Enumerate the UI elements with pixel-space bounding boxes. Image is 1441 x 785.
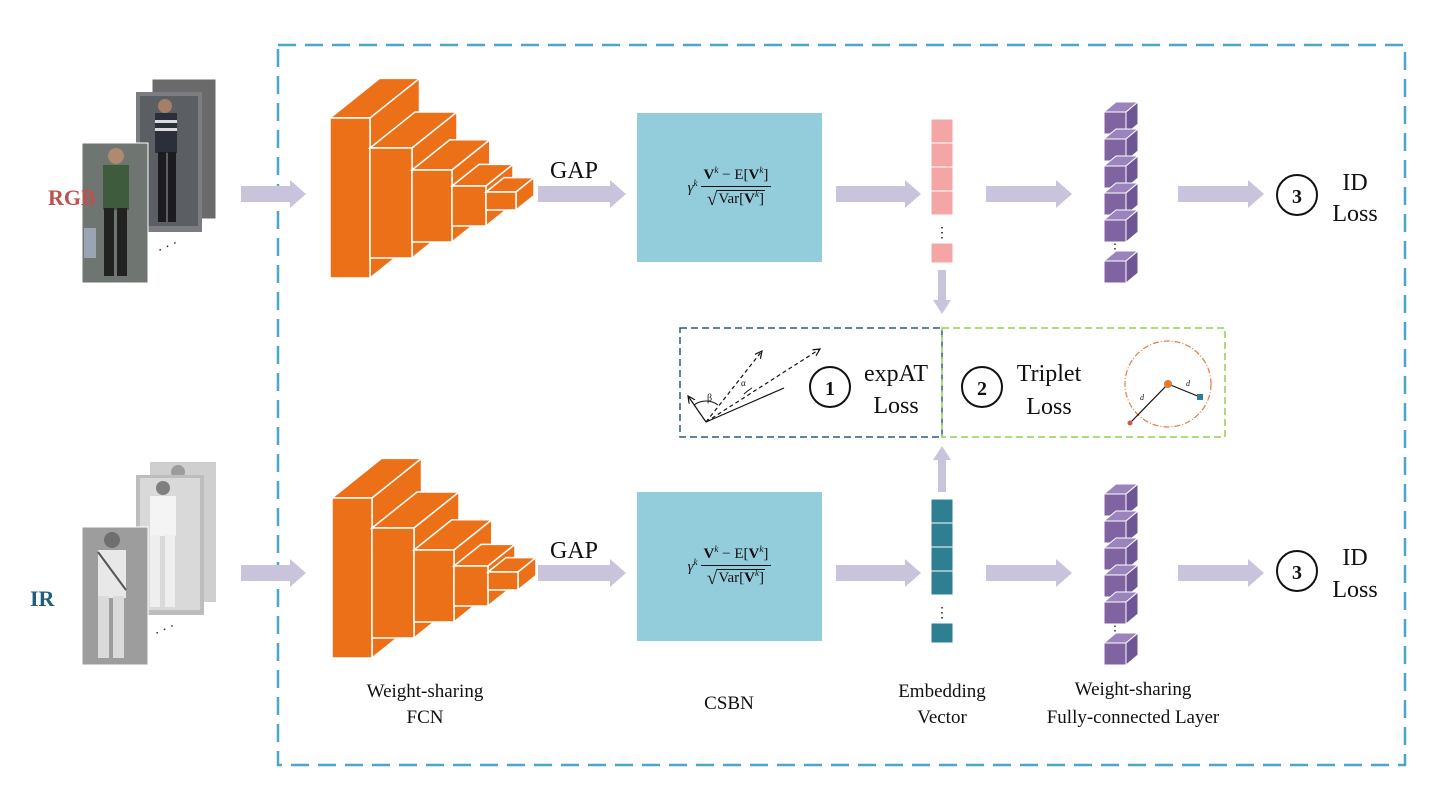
expat-loss-line2: Loss [873,393,918,419]
angle-illustration: β α [688,349,820,423]
arrow-rgb-fc-to-loss [1178,180,1264,208]
rgb-label: RGB [48,185,96,210]
rgb-image-stack [81,78,217,284]
cnn-layer-front [371,527,415,639]
vector-cell [930,242,954,264]
cnn-layer-front [453,565,489,607]
arrow-ir-vector-up [933,446,951,492]
arrow-ir-to-cnn [241,559,306,587]
vector-cell [930,622,954,644]
distance-label-a: d [1140,393,1145,402]
vector-cell [930,190,954,216]
ir-embedding-vector: ⋮ [930,498,954,644]
ir-csbn-formula: γk Vk − E[Vk] √Var[Vk] [637,492,822,641]
triplet-loss-badge [961,366,1003,408]
triplet-loss-number: 2 [977,378,987,400]
expat-loss-box [679,327,943,438]
rgb-csbn-box [637,113,822,262]
vector-cell [930,142,954,168]
beta-label: β [707,393,712,404]
vector-cell [930,118,954,144]
arrow-ir-fc-to-loss [1178,559,1264,587]
fc-caption-line1: Weight-sharing [1075,679,1192,700]
rgb-id-loss-line2: Loss [1332,201,1377,227]
triplet-illustration: d d [1124,340,1212,428]
arrow-ir-vector-to-fc [986,559,1072,587]
rgb-gap-label: GAP [550,158,598,184]
vector-ellipsis: ⋮ [935,606,949,621]
rgb-embedding-vector: ⋮ [930,118,954,264]
fc-cube-front [1103,260,1127,284]
rgb-id-loss-badge [1276,174,1318,216]
arrow-rgb-vector-to-fc [986,180,1072,208]
ir-id-loss-badge [1276,550,1318,592]
ir-ellipsis: · · · [152,619,177,641]
cnn-layer-front [451,185,487,227]
arrow-rgb-csbn-to-vector [836,180,921,208]
expat-loss-badge [809,366,851,408]
vector-cell [930,498,954,524]
ir-gap-label: GAP [550,538,598,564]
rgb-fc-layer: ⋮ [1102,100,1140,285]
expat-loss-line1: expAT [864,361,928,387]
arrow-rgb-to-cnn [241,180,306,208]
expat-loss-number: 1 [825,378,835,400]
vector-cell [930,570,954,596]
ir-fc-layer: ⋮ [1102,482,1140,667]
arrow-rgb-gap [538,180,626,208]
cnn-layer-front [411,169,453,243]
rgb-csbn-formula: γk Vk − E[Vk] √Var[Vk] [637,113,822,262]
ir-label: IR [30,586,56,611]
fc-caption-line2: Fully-connected Layer [1047,707,1220,728]
fc-cube-front [1103,642,1127,666]
triplet-loss-box [941,327,1226,438]
fcn-caption-line2: FCN [407,707,444,728]
arrow-rgb-vector-down [933,270,951,314]
ir-id-loss-line1: ID [1342,545,1367,571]
cnn-layer-front [413,549,455,623]
ir-csbn-box [637,492,822,641]
ir-id-loss-number: 3 [1292,562,1302,584]
fcn-caption-line1: Weight-sharing [367,681,484,702]
fc-cube-front [1103,601,1127,625]
rgb-ellipsis: · · · [155,236,180,258]
arrow-ir-gap [538,559,626,587]
fc-cube-front [1103,219,1127,243]
rgb-fcn-blocks [327,76,537,280]
cnn-layer-front [485,191,517,211]
arrow-ir-csbn-to-vector [836,559,921,587]
alpha-label: α [741,378,746,388]
ir-id-loss-line2: Loss [1332,577,1377,603]
csbn-caption: CSBN [704,693,754,714]
distance-label-p: d [1186,379,1191,388]
embedding-caption-line1: Embedding [898,681,986,702]
rgb-id-loss-number: 3 [1292,186,1302,208]
vector-cell [930,546,954,572]
triplet-loss-line1: Triplet [1017,361,1082,387]
cnn-layer-front [487,571,519,591]
vector-cell [930,166,954,192]
embedding-caption-line2: Vector [917,707,967,728]
triplet-loss-line2: Loss [1026,394,1071,420]
rgb-id-loss-line1: ID [1342,170,1367,196]
outer-dashed-frame [276,43,1407,767]
ir-fcn-blocks [329,456,539,660]
ir-image-stack [81,462,216,666]
cnn-layer-front [329,117,371,279]
flow-arrows [241,180,1264,587]
vector-ellipsis: ⋮ [935,226,949,241]
cnn-layer-front [369,147,413,259]
vector-cell [930,522,954,548]
cnn-layer-front [331,497,373,659]
